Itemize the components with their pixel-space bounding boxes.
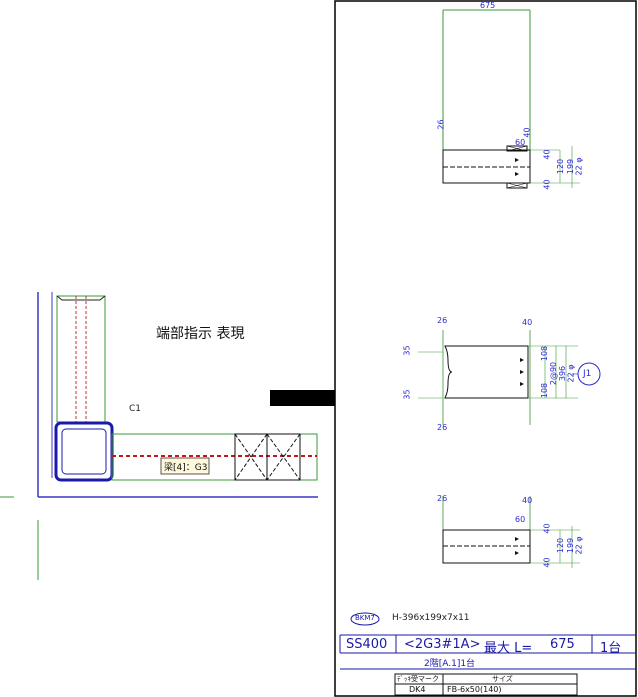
length-label: 最大 L= [484,641,533,656]
tag-oval [350,612,380,626]
dim-40-top: 40 [522,318,533,327]
title-block [339,612,636,696]
dim-40-b2: 40 [542,523,552,534]
dim-40-mid: 40 [542,149,552,160]
dim-40-b1: 40 [522,496,533,505]
dim-26: 26 [436,119,446,130]
section-spec: H-396x199x7x11 [392,613,470,623]
table-header-size: サイズ [492,675,513,683]
dim-108-b: 108 [540,382,550,399]
dim-40-b3: 40 [542,557,552,568]
dim-22phi-b: 22 φ [574,536,584,555]
joint-box-2 [266,433,301,481]
tag-label: BKM7 [355,614,375,622]
elevation-mid [418,330,601,425]
count: 1台 [600,641,622,656]
piece-mark: <2G3#1A> [404,637,481,652]
table-header-mark: ﾃﾞｯｷ受マーク [397,675,439,683]
dim-35-a: 35 [402,345,412,356]
length-value: 675 [550,637,575,652]
dim-108-a: 108 [540,345,550,362]
dim-overall: 675 [480,1,496,10]
table-cell-size: FB-6x50(140) [447,685,502,694]
dim-26-b: 26 [437,494,448,503]
elevation-top [442,9,580,189]
dim-40-top: 40 [522,127,532,138]
dim-26-top: 26 [437,316,448,325]
location: 2階[A.1]1台 [424,659,476,669]
column-label: C1 [129,404,142,414]
table-cell-mark: DK4 [409,685,426,694]
dim-22phi: 22 φ [574,157,584,176]
j1-label: J1 [583,369,592,379]
dim-40-bot: 40 [542,179,552,190]
dim-26-bot: 26 [437,423,448,432]
dim-22phi-mid: 22 φ [566,364,576,383]
dim-35-b: 35 [402,389,412,400]
section-heading: 端部指示 表現 [156,326,245,342]
dim-2at90: 2@90 [549,361,559,386]
beam-label: 梁[4]：G3 [164,463,208,473]
dim-120-b: 120 [556,537,566,554]
material: SS400 [346,637,388,652]
elevation-bot [442,496,580,568]
dim-120: 120 [556,158,566,175]
dim-60: 60 [515,138,526,147]
dim-60-b: 60 [515,515,526,524]
